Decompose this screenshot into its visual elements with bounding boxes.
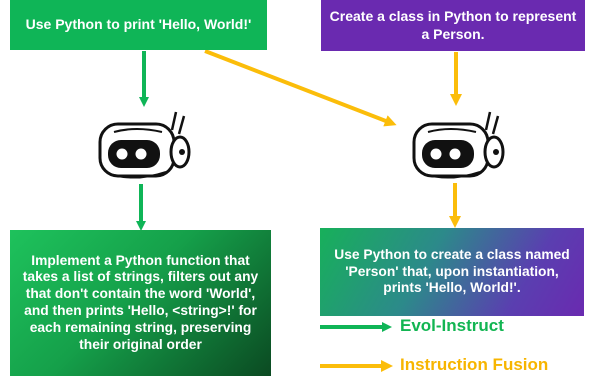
robot-icon [412, 111, 505, 179]
legend-instruction-fusion: Instruction Fusion [400, 355, 549, 374]
evolved-instruction-box: Implement a Python function that takes a… [10, 230, 271, 376]
robot-icon [98, 111, 191, 179]
fusion-arrow-diagonal [204, 49, 397, 127]
instruction-box-person-class: Create a class in Python to represent a … [321, 0, 585, 51]
fused-instruction-box: Use Python to create a class named 'Pers… [320, 228, 584, 316]
legend-evol-instruct: Evol-Instruct [400, 316, 504, 335]
instruction-box-hello-world: Use Python to print 'Hello, World!' [10, 0, 267, 50]
